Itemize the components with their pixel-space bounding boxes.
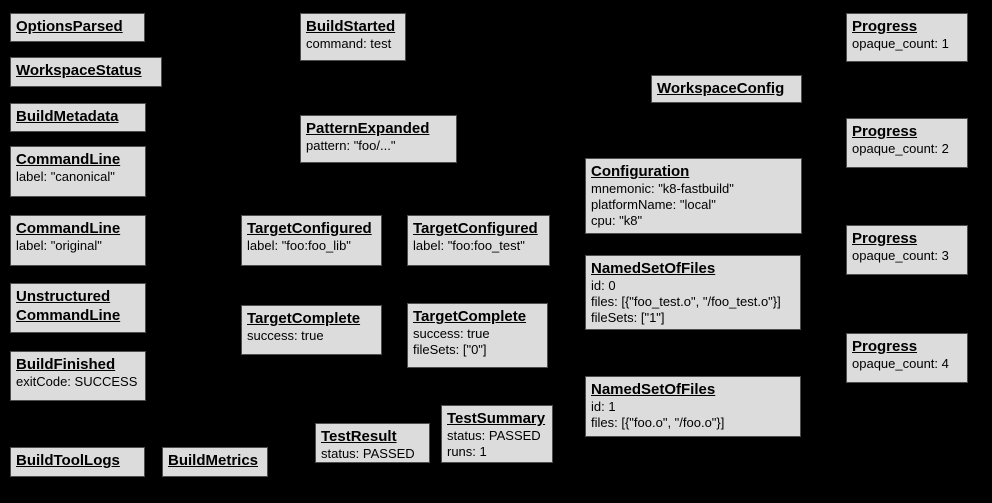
event-field: label: "canonical"	[16, 169, 115, 184]
event-title: Progress	[852, 338, 918, 355]
event-field: opaque_count: 4	[852, 356, 949, 371]
event-title: TestResult	[321, 428, 397, 445]
event-box-options-parsed: OptionsParsed	[10, 13, 145, 42]
event-title: BuildMetrics	[168, 452, 259, 469]
event-title: BuildFinished	[16, 356, 116, 373]
event-field: platformName: "local"	[591, 197, 716, 212]
event-title: TargetComplete	[247, 310, 361, 327]
event-field: status: PASSED	[321, 446, 415, 461]
event-title: Configuration	[591, 163, 690, 180]
event-field: mnemonic: "k8-fastbuild"	[591, 181, 734, 196]
event-title: BuildToolLogs	[16, 452, 120, 469]
event-field: opaque_count: 3	[852, 248, 949, 263]
event-title: TargetConfigured	[247, 220, 372, 237]
event-title: CommandLine	[16, 307, 121, 324]
event-title: WorkspaceStatus	[16, 62, 142, 79]
event-title: TargetConfigured	[413, 220, 538, 237]
event-box-workspace-config: WorkspaceConfig	[651, 75, 802, 103]
event-field: label: "original"	[16, 238, 102, 253]
event-title: BuildStarted	[306, 18, 396, 35]
event-field: fileSets: ["0"]	[413, 342, 487, 357]
event-title: NamedSetOfFiles	[591, 381, 716, 398]
event-field: fileSets: ["1"]	[591, 310, 665, 325]
event-title: PatternExpanded	[306, 120, 430, 137]
event-title: TargetComplete	[413, 308, 527, 325]
event-title: Unstructured	[16, 288, 111, 305]
event-title: Progress	[852, 18, 918, 35]
event-field: exitCode: SUCCESS	[16, 374, 138, 389]
event-field: files: [{"foo.o", "/foo.o"}]	[591, 415, 725, 430]
event-title: CommandLine	[16, 220, 121, 237]
event-field: opaque_count: 1	[852, 36, 949, 51]
event-box-build-metrics: BuildMetrics	[162, 447, 268, 477]
event-box-build-tool-logs: BuildToolLogs	[10, 447, 145, 477]
event-field: files: [{"foo_test.o", "/foo_test.o"}]	[591, 294, 781, 309]
event-title: NamedSetOfFiles	[591, 260, 716, 277]
event-field: label: "foo:foo_test"	[413, 238, 525, 253]
event-field: id: 0	[591, 278, 616, 293]
event-title: CommandLine	[16, 151, 121, 168]
event-field: runs: 1	[447, 444, 487, 459]
event-box-workspace-status: WorkspaceStatus	[10, 57, 162, 87]
event-title: WorkspaceConfig	[657, 80, 785, 97]
event-field: success: true	[247, 328, 324, 343]
event-field: cpu: "k8"	[591, 213, 643, 228]
event-title: Progress	[852, 230, 918, 247]
event-title: TestSummary	[447, 410, 546, 427]
event-field: opaque_count: 2	[852, 141, 949, 156]
event-title: Progress	[852, 123, 918, 140]
event-field: command: test	[306, 36, 392, 51]
event-field: id: 1	[591, 399, 616, 414]
event-box-build-metadata: BuildMetadata	[10, 103, 146, 132]
event-title: BuildMetadata	[16, 108, 119, 125]
event-field: pattern: "foo/..."	[306, 138, 396, 153]
event-title: OptionsParsed	[16, 18, 123, 35]
event-field: success: true	[413, 326, 490, 341]
event-field: status: PASSED	[447, 428, 541, 443]
event-field: label: "foo:foo_lib"	[247, 238, 351, 253]
